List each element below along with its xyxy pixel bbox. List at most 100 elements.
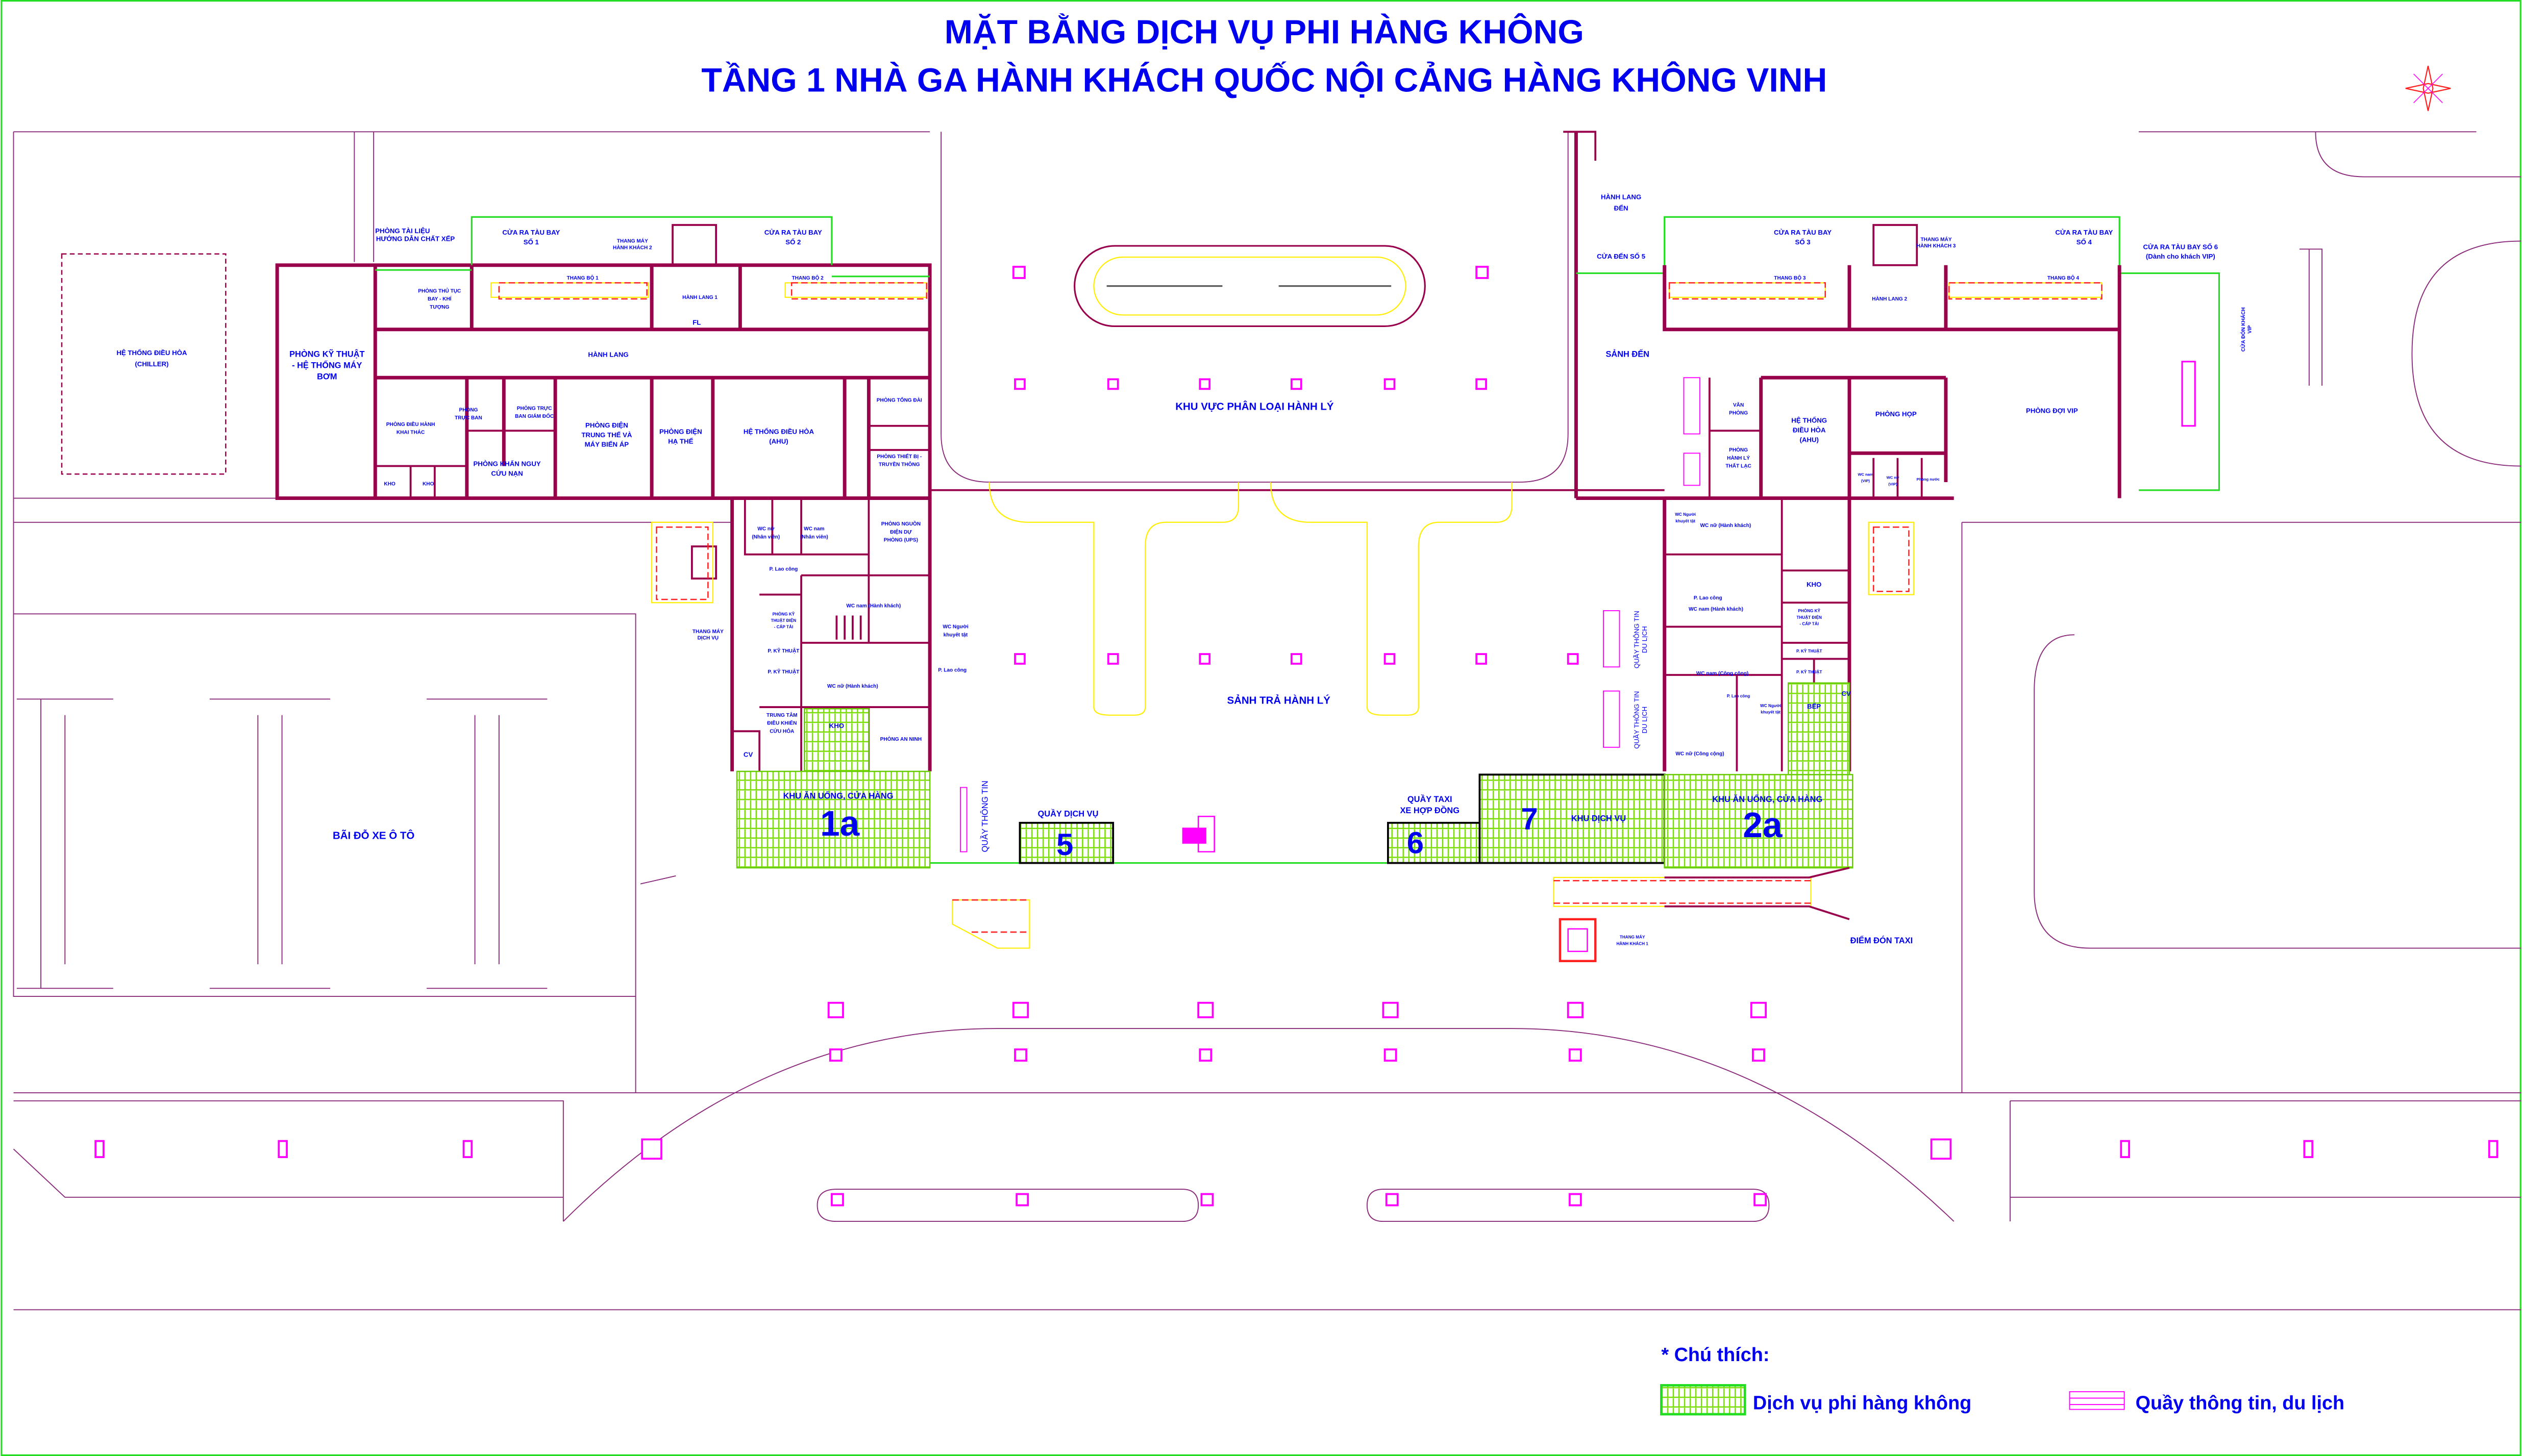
meeting-room-label: PHÒNG HỌP [1875,410,1917,418]
janitor-2-left-label: P. Lao công [938,668,967,673]
taxi-pickup-label: ĐIỂM ĐÓN TAXI [1850,936,1913,945]
wc-female-vip-label: WC nữ(VIP) [1887,475,1899,487]
janitor-2-right-label: P. Lao công [1727,694,1750,698]
legend-heading: * Chú thích: [1661,1344,1769,1366]
kitchen-area [1787,682,1850,775]
telecom-room-label: PHÒNG THIẾT BỊ -TRUYỀN THÔNG [877,453,922,468]
outside-stairs [952,867,1850,949]
ahu-left-label: HỆ THỐNG ĐIỀU HÒA(AHU) [744,428,814,445]
water-room-label: Phòng nước [1917,477,1940,482]
title-line-1: MẶT BẰNG DỊCH VỤ PHI HÀNG KHÔNG [945,13,1584,51]
elevator-1 [1559,918,1597,962]
zone-2a-area [1664,774,1853,869]
info-desk-right-1-label: QUẦY THÔNG TINDU LỊCH [1633,611,1648,668]
janitor-1-right-label: P. Lao công [1694,595,1722,601]
vip-lounge-label: PHÒNG ĐỢI VIP [2026,407,2078,415]
info-desk-left-label: QUẦY THÔNG TIN [980,781,990,852]
right-wing-walls [1563,131,2220,500]
kitchen-label: BẾP [1807,702,1821,710]
stair-4-label: THANG BỘ 4 [2047,274,2080,281]
gate-6-vip-label: CỬA RA TÀU BAY SỐ 6(Dành cho khách VIP) [2143,243,2218,260]
janitor-1-label: P. Lao công [770,566,798,572]
site-lines [13,131,2521,1311]
zone-2a-label: KHU ĂN UỐNG, CỬA HÀNG [1712,794,1822,804]
chiller-label: HỆ THỐNG ĐIỀU HÒA(CHILLER) [116,349,187,368]
wc-female-public-label: WC nữ (Công cộng) [1675,751,1724,757]
corridor-1-label: HÀNH LANG 1 [682,294,718,300]
tech-room-2-right-label: P. KỸ THUẬT [1796,669,1822,674]
legend: * Chú thích: Dịch vụ phi hàng không Quầy… [1660,1344,2344,1416]
entrance-door-icon [1182,815,1215,852]
corridor-label: HÀNH LANG [588,350,628,358]
switchboard-room-label: PHÒNG TỔNG ĐÀI [877,397,922,404]
parking-label: BÃI ĐỖ XE Ô TÔ [333,829,414,841]
stair-3-label: THANG BỘ 3 [1774,274,1806,281]
service-desk-label: QUẦY DỊCH VỤ [1038,809,1099,818]
fl-label: FL [693,318,701,326]
baggage-claim-label: SẢNH TRẢ HÀNH LÝ [1227,694,1330,707]
wc-female-pax-right-label: WC nữ (Hành khách) [1700,523,1751,529]
baggage-sorting-label: KHU VỰC PHÂN LOẠI HÀNH LÝ [1175,400,1334,412]
wc-male-pax-right-label: WC nam (Hành khách) [1689,607,1743,612]
info-desk-right-icons [1603,610,1620,748]
arrival-door-5-label: CỬA ĐẾN SỐ 5 [1597,253,1645,260]
zone-6-number: 6 [1407,826,1424,860]
parking-area [16,698,548,989]
legend-info-label: Quầy thông tin, du lịch [2136,1393,2344,1414]
pillars [94,266,2499,1207]
left-wing-walls [275,216,932,500]
stair-2-label: THANG BỘ 2 [792,274,824,281]
tech-room-1-right-label: P. KỸ THUẬT [1796,648,1822,654]
compass-icon [2405,65,2451,111]
service-stair-right [1868,521,1915,595]
store-right-label: KHO [1807,581,1821,588]
legend-info-swatch [2069,1391,2125,1410]
legend-non-aviation-swatch [1660,1384,1746,1416]
service-stair-left [651,521,713,604]
zone-2a-number: 2a [1743,805,1783,845]
wc-male-pax-left-label: WC nam (Hành khách) [846,604,901,609]
zone-1a-area [736,770,931,869]
zone-5-number: 5 [1056,827,1073,862]
legend-non-aviation-label: Dịch vụ phi hàng không [1753,1393,1971,1414]
corridor-2-label: HÀNH LANG 2 [1872,295,1907,302]
wc-male-staff-label: WC nam(Nhân viên) [800,526,828,540]
security-room-label: PHÒNG AN NINH [880,736,922,742]
wc-male-public-label: WC nam (Công cộng) [1696,671,1748,676]
wc-male-vip-label: WC nam(VIP) [1858,472,1873,483]
zone-1a-label: KHU ĂN UỐNG, CỬA HÀNG [783,791,894,801]
zone-7-number: 7 [1521,801,1538,836]
service-area-label: KHU DỊCH VỤ [1571,814,1626,823]
title-line-2: TẦNG 1 NHÀ GA HÀNH KHÁCH QUỐC NỘI CẢNG H… [701,61,1827,99]
store-2-label: KHO [423,481,434,487]
stair-1-label: THANG BỘ 1 [567,274,599,281]
zone-1a-number: 1a [820,804,860,843]
info-desk-left-icon [959,787,968,852]
wc-female-staff-label: WC nữ(Nhân viên) [752,526,780,540]
